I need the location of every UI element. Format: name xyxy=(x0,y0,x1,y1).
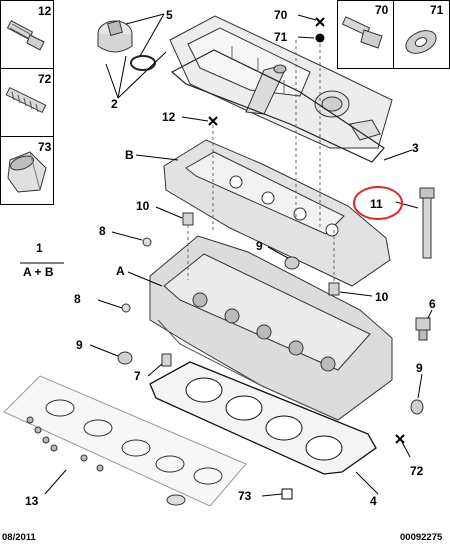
callout-labels: 5 2 70 71 12 3 B 11 10 8 1 A + B 9 A 8 1… xyxy=(23,8,436,508)
cross-marker-12 xyxy=(208,116,218,126)
label-4: 4 xyxy=(370,494,377,508)
o-ring-seal xyxy=(130,55,156,71)
cup-plug-upper xyxy=(284,256,300,270)
box-label-71: 71 xyxy=(430,3,444,17)
box-label-72: 72 xyxy=(38,72,52,86)
dot-marker-71 xyxy=(315,33,325,43)
box-label-70: 70 xyxy=(375,3,389,17)
fastener-reference-boxes-left: 12 72 73 xyxy=(0,0,54,205)
alignment-lines xyxy=(187,40,335,283)
label-8-lower: 8 xyxy=(74,292,81,306)
box-label-12: 12 xyxy=(38,4,52,18)
highlight-circle xyxy=(353,186,403,220)
washer-icon xyxy=(405,30,437,54)
head-gasket xyxy=(149,361,377,475)
cup-plug-left xyxy=(117,351,133,365)
label-12: 12 xyxy=(162,110,176,124)
square-marker-73 xyxy=(281,488,293,500)
plug-small-upper xyxy=(142,237,152,247)
label-7: 7 xyxy=(134,369,141,383)
footer-code: 00092275 xyxy=(400,532,443,543)
label-9-right: 9 xyxy=(416,361,423,375)
leader-lines xyxy=(20,13,433,497)
label-71: 71 xyxy=(274,30,288,44)
label-10-lower: 10 xyxy=(375,290,389,304)
label-73: 73 xyxy=(238,489,252,503)
oil-filler-cap xyxy=(97,20,133,53)
sleeve-icon xyxy=(7,151,47,193)
sensor-6 xyxy=(415,317,431,341)
label-6: 6 xyxy=(429,297,436,311)
label-2: 2 xyxy=(111,97,118,111)
cross-marker-72 xyxy=(395,434,405,444)
label-a-plus-b: A + B xyxy=(23,265,54,279)
gasket-set xyxy=(3,375,247,507)
cup-plug-right xyxy=(410,399,424,415)
label-70: 70 xyxy=(274,8,288,22)
label-b: B xyxy=(125,148,134,162)
cylinder-head xyxy=(149,235,393,421)
socket-bolt-icon xyxy=(341,16,383,49)
dowel-7 xyxy=(161,353,172,367)
dowel-sleeve-lower xyxy=(328,282,340,296)
rocker-cover xyxy=(169,15,393,163)
plug-small-lower xyxy=(121,303,131,313)
label-72: 72 xyxy=(410,464,424,478)
label-5: 5 xyxy=(166,8,173,22)
label-8-upper: 8 xyxy=(99,224,106,238)
label-a: A xyxy=(116,264,125,278)
label-1: 1 xyxy=(36,241,43,255)
label-3: 3 xyxy=(412,141,419,155)
cross-marker-70 xyxy=(315,17,325,27)
footer-date: 08/2011 xyxy=(2,532,37,543)
bolt-icon xyxy=(6,20,45,51)
head-bolt xyxy=(419,187,435,259)
label-11: 11 xyxy=(370,197,383,211)
fastener-reference-boxes-right: 70 71 xyxy=(337,0,450,69)
stud-icon xyxy=(5,86,47,114)
label-9-left: 9 xyxy=(76,338,83,352)
label-13: 13 xyxy=(25,494,39,508)
label-9-upper: 9 xyxy=(256,239,263,253)
dowel-sleeve-upper xyxy=(182,212,194,226)
box-label-73: 73 xyxy=(38,140,52,154)
label-10-upper: 10 xyxy=(136,199,150,213)
